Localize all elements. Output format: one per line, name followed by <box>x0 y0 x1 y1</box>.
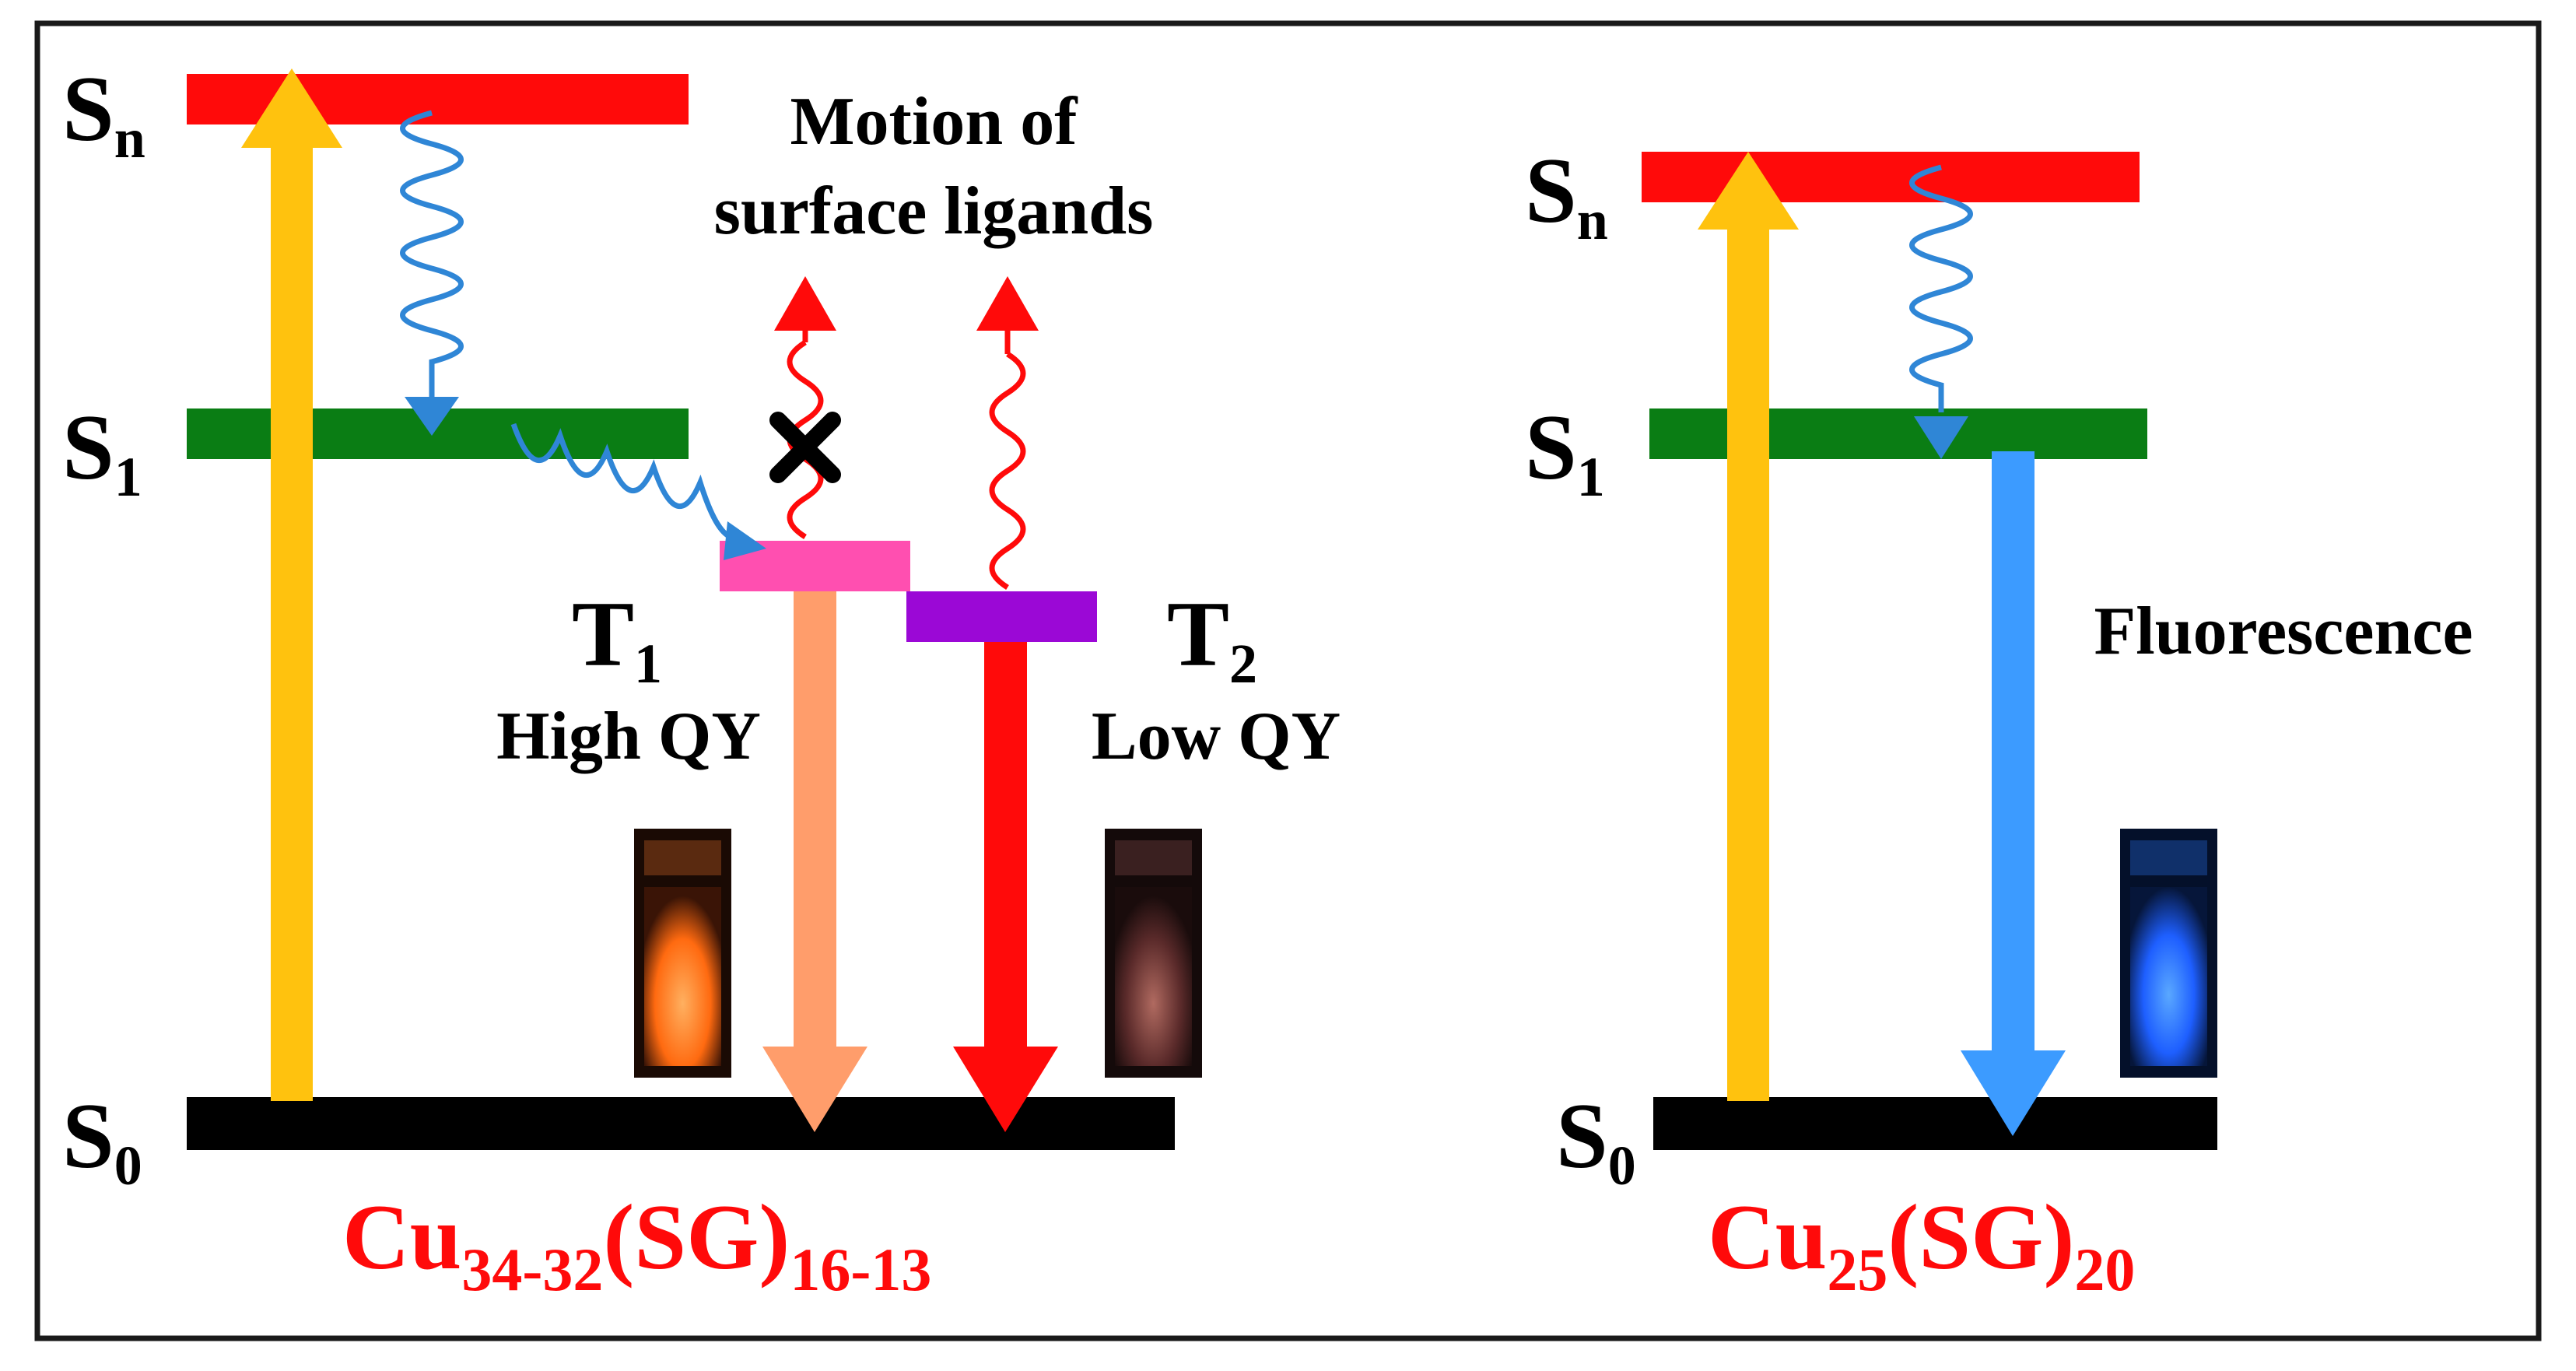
fluorescence-arrow-head <box>1961 1050 2066 1136</box>
right-cluster-formula: Cu25(SG)20 <box>1708 1185 2135 1303</box>
t2-ligand-arrow-head <box>976 276 1039 331</box>
right-excitation-arrow-shaft <box>1727 222 1769 1101</box>
dim-red-emission-vial <box>1105 829 1202 1078</box>
t1-emission-arrow-head <box>762 1047 867 1132</box>
right-sn-level-bar <box>1642 152 2140 202</box>
figure-frame <box>34 20 2542 1341</box>
relaxation-wave <box>400 110 464 401</box>
right-relaxation-arrow-head <box>1914 416 1968 459</box>
t2-emission-arrow-shaft <box>984 642 1027 1047</box>
right-sn-label: Sn <box>1525 139 1608 251</box>
blocked-cross-icon <box>769 412 841 483</box>
t1-qy-label: High QY <box>496 699 761 774</box>
fluorescence-label: Fluorescence <box>2094 594 2473 669</box>
right-panel: Sn S1 S0 Fluorescence Cu25(SG)20 <box>1525 139 2473 1303</box>
t1-label: T1 <box>572 582 662 695</box>
fluorescence-arrow-shaft <box>1992 451 2035 1054</box>
right-relaxation-wave <box>1909 164 1973 412</box>
s0-label: S0 <box>62 1084 142 1197</box>
t2-level-bar <box>906 591 1097 642</box>
right-s0-label: S0 <box>1556 1084 1636 1197</box>
left-panel: Sn S1 S0 T1 T2 Motion of surface ligands… <box>62 57 1341 1303</box>
sn-label: Sn <box>62 57 145 170</box>
motion-label-line1: Motion of <box>790 84 1078 160</box>
t2-qy-label: Low QY <box>1092 699 1341 774</box>
excitation-arrow-head <box>241 68 342 148</box>
t1-ligand-arrow-head <box>774 276 836 331</box>
t2-ligand-motion-wave <box>989 352 1026 590</box>
t2-label: T2 <box>1167 582 1257 695</box>
right-s1-label: S1 <box>1525 395 1605 508</box>
intersystem-crossing-wave <box>510 423 741 541</box>
right-excitation-arrow-head <box>1698 152 1799 230</box>
motion-label-line2: surface ligands <box>714 174 1154 249</box>
left-cluster-formula: Cu34-32(SG)16-13 <box>342 1185 931 1303</box>
relaxation-arrow-head <box>405 397 459 436</box>
t1-emission-arrow-shaft <box>794 591 836 1050</box>
t2-emission-arrow-head <box>953 1047 1058 1132</box>
blue-emission-vial <box>2120 829 2217 1078</box>
excitation-arrow-shaft <box>271 140 313 1101</box>
orange-emission-vial <box>634 829 731 1078</box>
right-s0-level-bar <box>1653 1097 2217 1150</box>
s1-label: S1 <box>62 395 142 508</box>
isc-arrow-head <box>724 521 766 560</box>
s0-level-bar <box>187 1097 1175 1150</box>
right-s1-level-bar <box>1649 408 2147 459</box>
